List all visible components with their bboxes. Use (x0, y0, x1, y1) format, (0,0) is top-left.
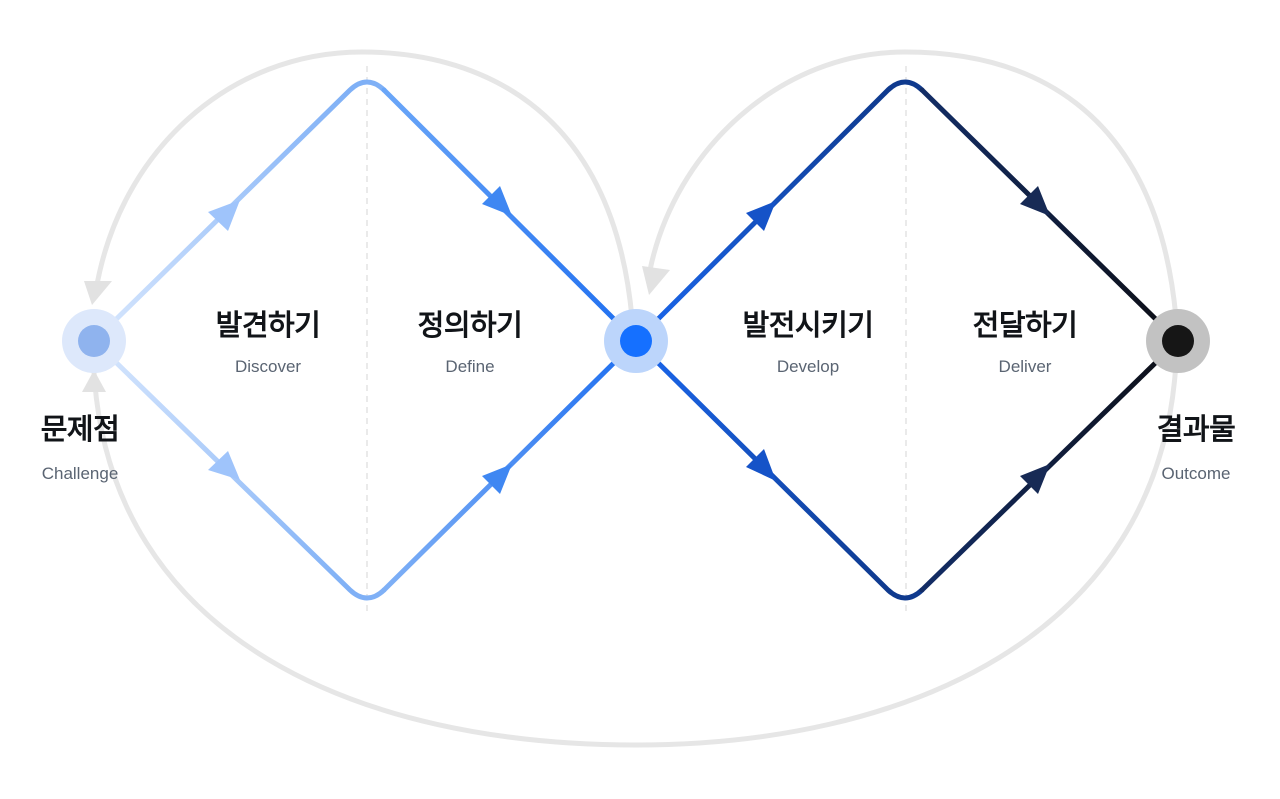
develop-title: 발전시키기 (742, 308, 874, 342)
diamond-problem-space (91, 79, 639, 601)
develop-upper-edge (633, 79, 925, 344)
develop-subtitle: Develop (776, 357, 840, 376)
deliver-lower-arrow-icon (1020, 464, 1050, 494)
define-title: 정의하기 (417, 308, 523, 342)
loop-arc-define-to-challenge (93, 49, 635, 321)
outcome-subtitle: Outcome (1161, 464, 1231, 483)
diamond-solution-space (633, 79, 1181, 601)
loop-arrow-challenge-icon (84, 281, 112, 305)
define-subtitle: Define (445, 357, 495, 376)
discover-lower-edge (91, 338, 387, 601)
loop-arc-outcome-to-develop (647, 49, 1179, 321)
challenge-subtitle: Challenge (41, 464, 119, 483)
center-node (604, 309, 668, 373)
phase-dividers (366, 66, 907, 612)
discover-title: 발견하기 (215, 308, 321, 342)
discover-subtitle: Discover (234, 357, 302, 376)
feedback-loops (82, 49, 1179, 748)
discover-upper-edge (91, 79, 387, 344)
discover-upper-arrow-icon (208, 200, 240, 231)
define-upper-arrow-icon (482, 186, 512, 216)
discover-lower-arrow-icon (208, 451, 240, 480)
outcome-title: 결과물 (1156, 412, 1236, 446)
develop-lower-arrow-icon (746, 449, 776, 481)
define-upper-edge (381, 87, 639, 344)
loop-arrow-develop-icon (642, 266, 670, 295)
define-lower-arrow-icon (482, 464, 512, 494)
deliver-subtitle: Deliver (998, 357, 1052, 376)
deliver-title: 전달하기 (972, 308, 1078, 342)
develop-lower-edge (633, 338, 925, 601)
loop-arc-outcome-to-challenge (91, 359, 1179, 748)
deliver-upper-edge (919, 87, 1181, 344)
challenge-title: 문제점 (40, 412, 120, 446)
deliver-lower-edge (919, 338, 1181, 593)
challenge-node (62, 309, 126, 373)
loop-arrow-challenge-bottom-icon (82, 370, 106, 392)
deliver-upper-arrow-icon (1020, 186, 1050, 216)
develop-upper-arrow-icon (746, 201, 776, 231)
outcome-node (1146, 309, 1210, 373)
